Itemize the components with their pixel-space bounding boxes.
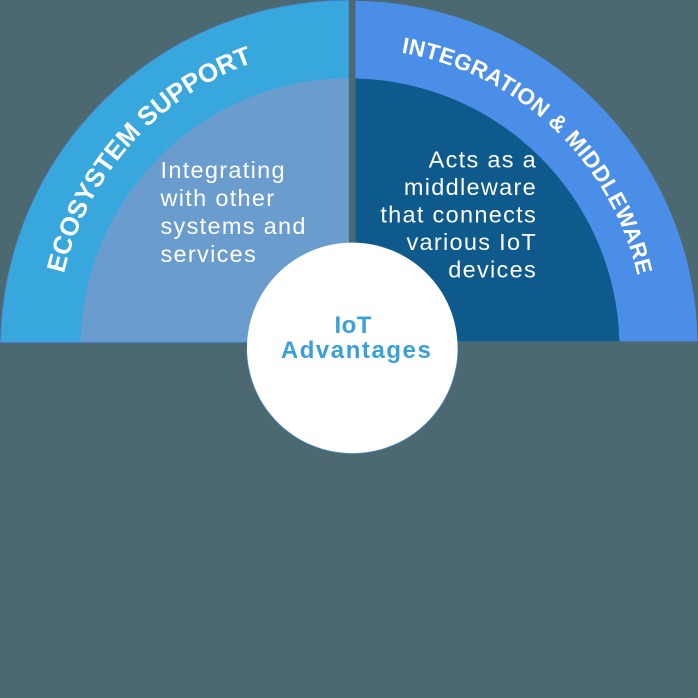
- svg-text:devices: devices: [448, 256, 537, 282]
- svg-text:middleware: middleware: [404, 174, 537, 200]
- svg-text:Integrating: Integrating: [161, 157, 286, 183]
- svg-text:Acts as a: Acts as a: [429, 146, 537, 172]
- svg-text:with other: with other: [160, 185, 276, 211]
- svg-text:systems and: systems and: [161, 213, 307, 239]
- svg-text:that connects: that connects: [380, 201, 537, 227]
- svg-text:Advantages: Advantages: [281, 337, 433, 364]
- svg-text:services: services: [161, 241, 258, 267]
- svg-text:IoT: IoT: [334, 312, 372, 339]
- svg-text:various IoT: various IoT: [406, 229, 537, 255]
